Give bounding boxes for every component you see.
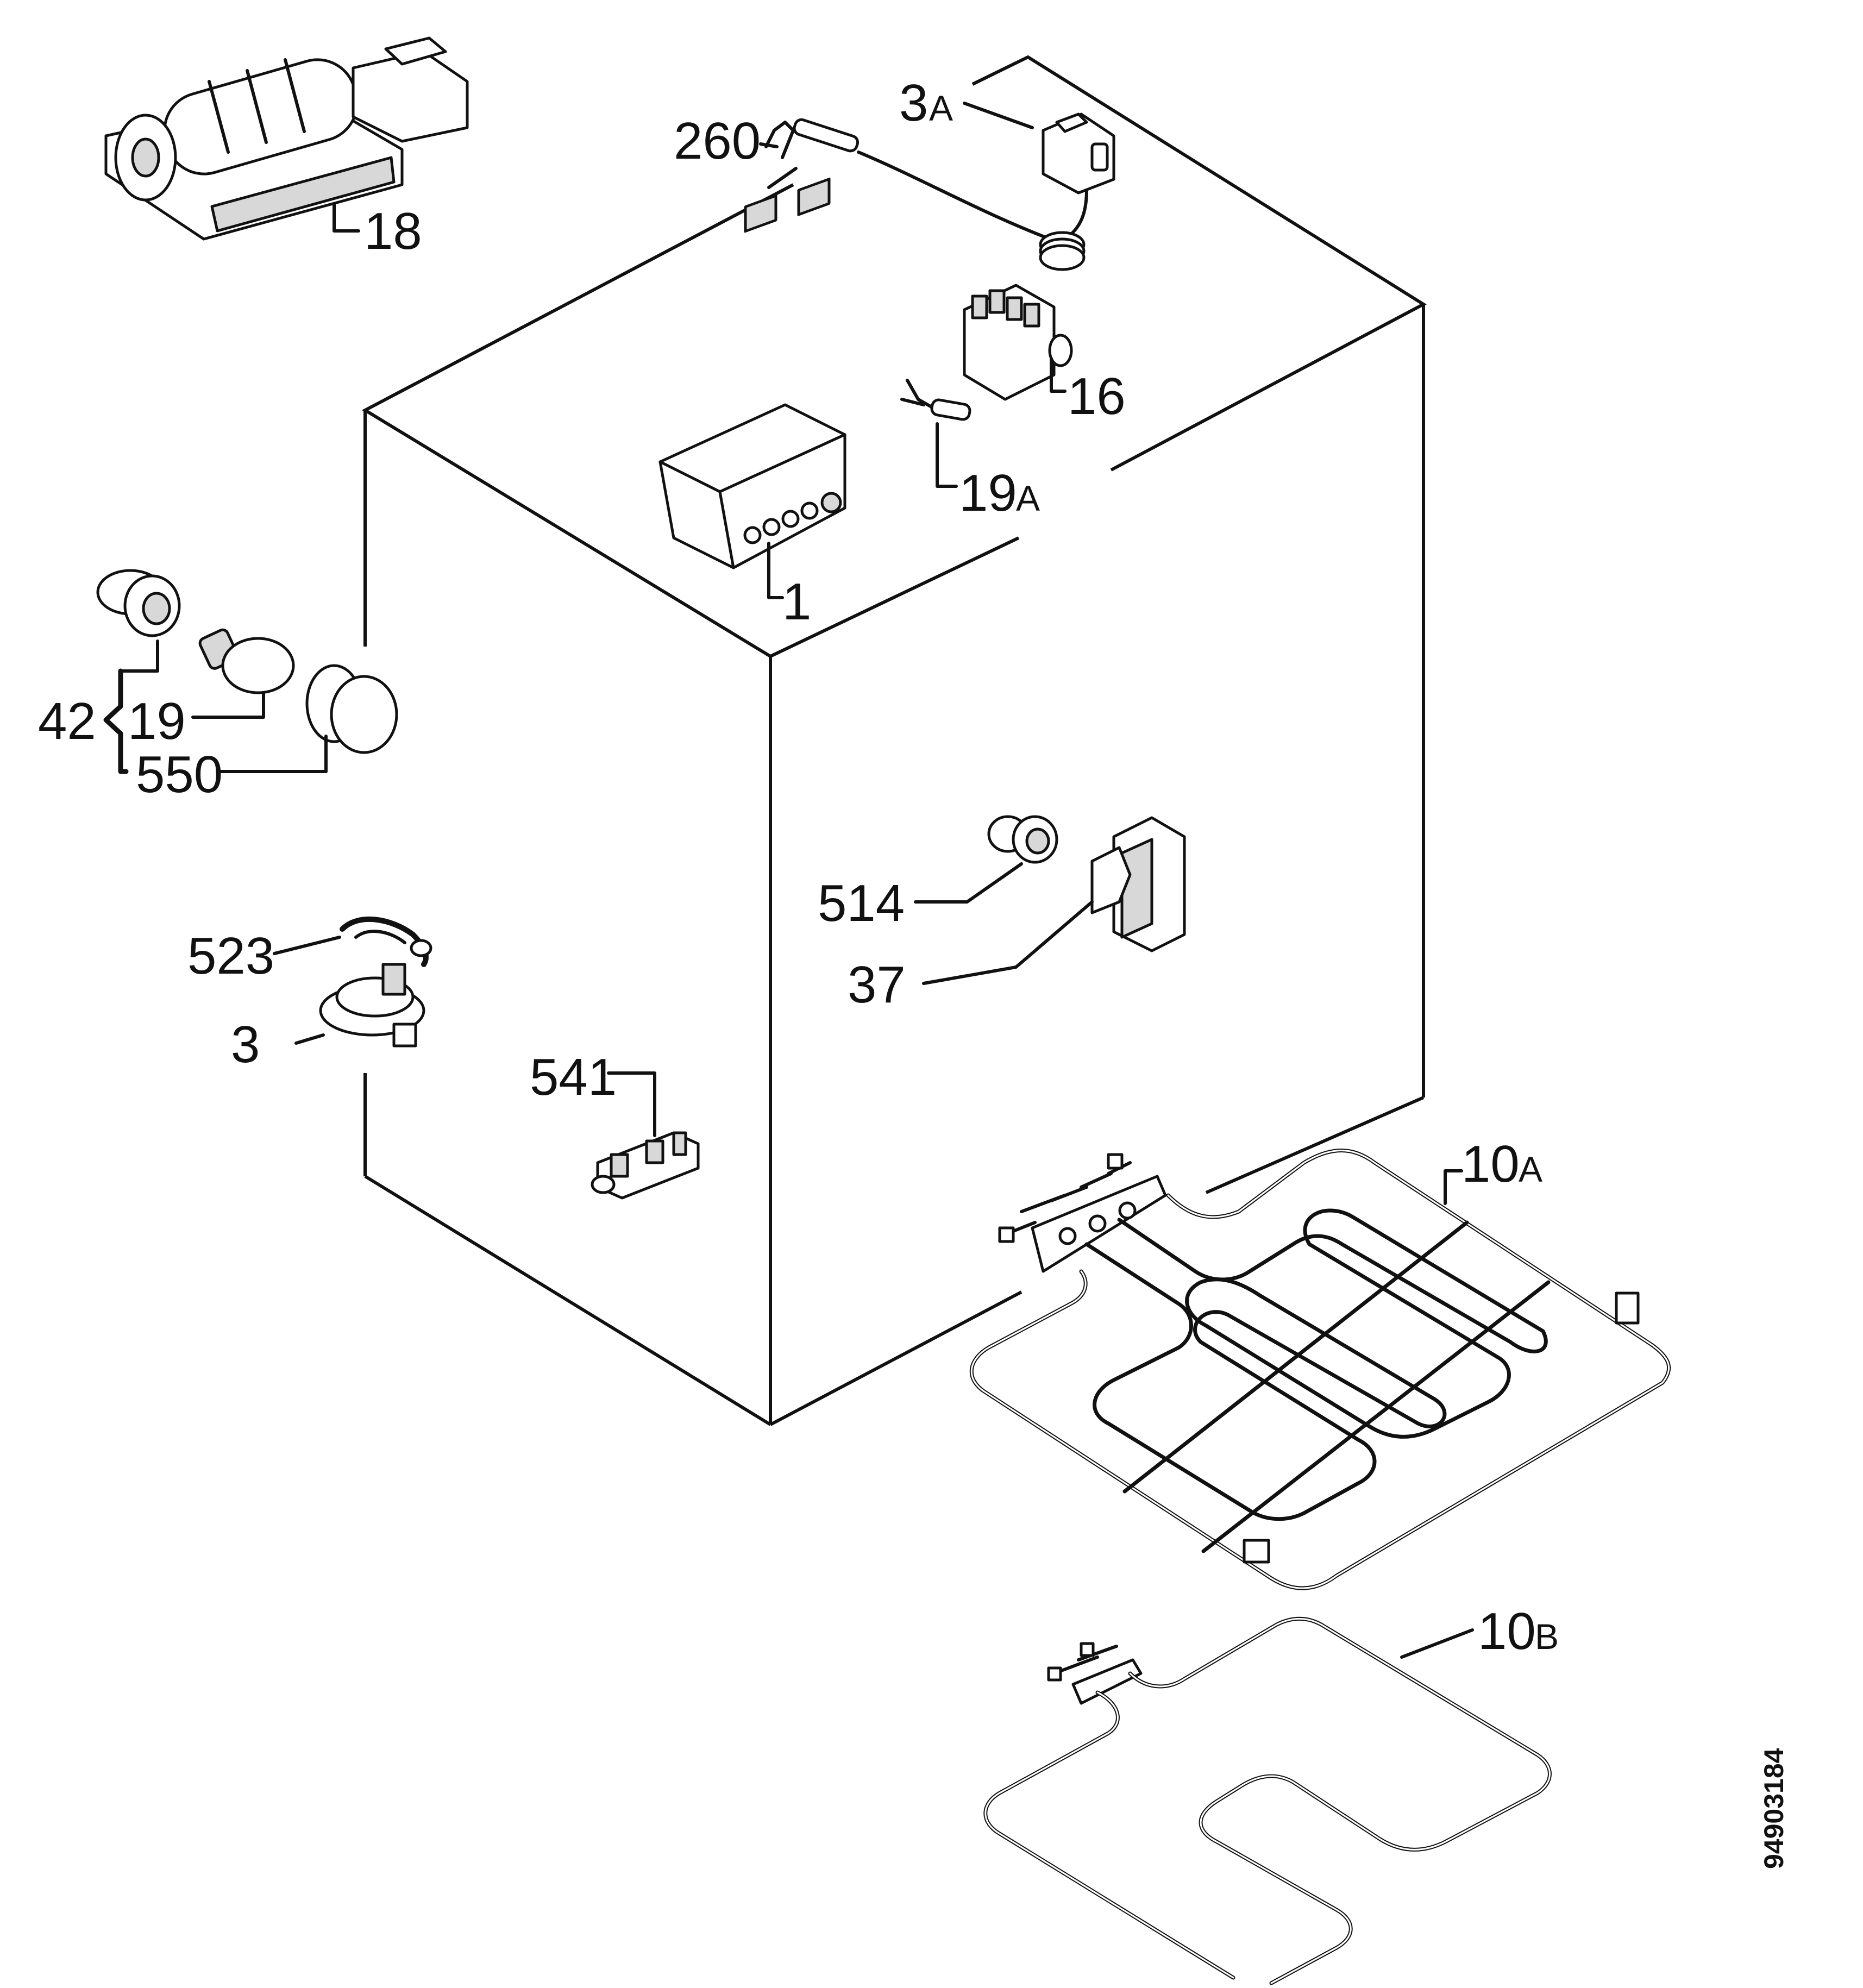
label-541: 541 [530,1048,617,1106]
door-switch-part-37 [922,816,1186,985]
oven-lamp-bulb-part-19 [191,628,295,719]
label-3: 3 [231,1015,260,1074]
grommet-part-514 [914,815,1058,904]
bottom-heating-element-part-10b [983,1616,1552,1985]
label-19: 19 [128,692,186,750]
label-19a-suffix: A [1016,478,1040,518]
indicator-lamp-part-19a [900,379,971,488]
label-37: 37 [848,956,906,1014]
label-3a-suffix: A [929,88,953,128]
temperature-probe-part-260 [764,118,1067,246]
label-42: 42 [38,692,96,750]
cable-clip-part-523 [273,916,432,967]
label-10a-number: 10 [1461,1135,1520,1193]
lamp-cover-part-550 [216,664,398,773]
label-10b-suffix: B [1535,1616,1559,1657]
label-260: 260 [674,112,761,170]
label-19a-number: 19 [959,464,1017,522]
label-3a-number: 3 [899,74,928,132]
safety-thermostat-part-3a [1039,112,1115,271]
label-550: 550 [136,745,223,804]
label-523: 523 [187,927,274,985]
label-18: 18 [364,202,422,260]
electronic-timer-part-1 [658,177,846,599]
oven-lamp-holder-part-42 [96,569,181,673]
label-10b-number: 10 [1478,1602,1536,1660]
tangential-fan-part-18 [104,36,469,241]
selector-switch-part-16 [963,284,1073,401]
oven-cabinet [361,55,1427,1426]
bracket-42 [103,668,129,774]
label-1: 1 [782,573,811,631]
document-number: 94903184 [1759,1748,1789,1869]
label-10a-suffix: A [1519,1149,1542,1189]
label-16: 16 [1068,367,1126,425]
terminal-block-part-541 [591,1071,700,1200]
thermostat-part-3 [294,963,425,1048]
label-514: 514 [818,874,905,932]
grill-heating-element-part-10a [969,1149,1671,1590]
